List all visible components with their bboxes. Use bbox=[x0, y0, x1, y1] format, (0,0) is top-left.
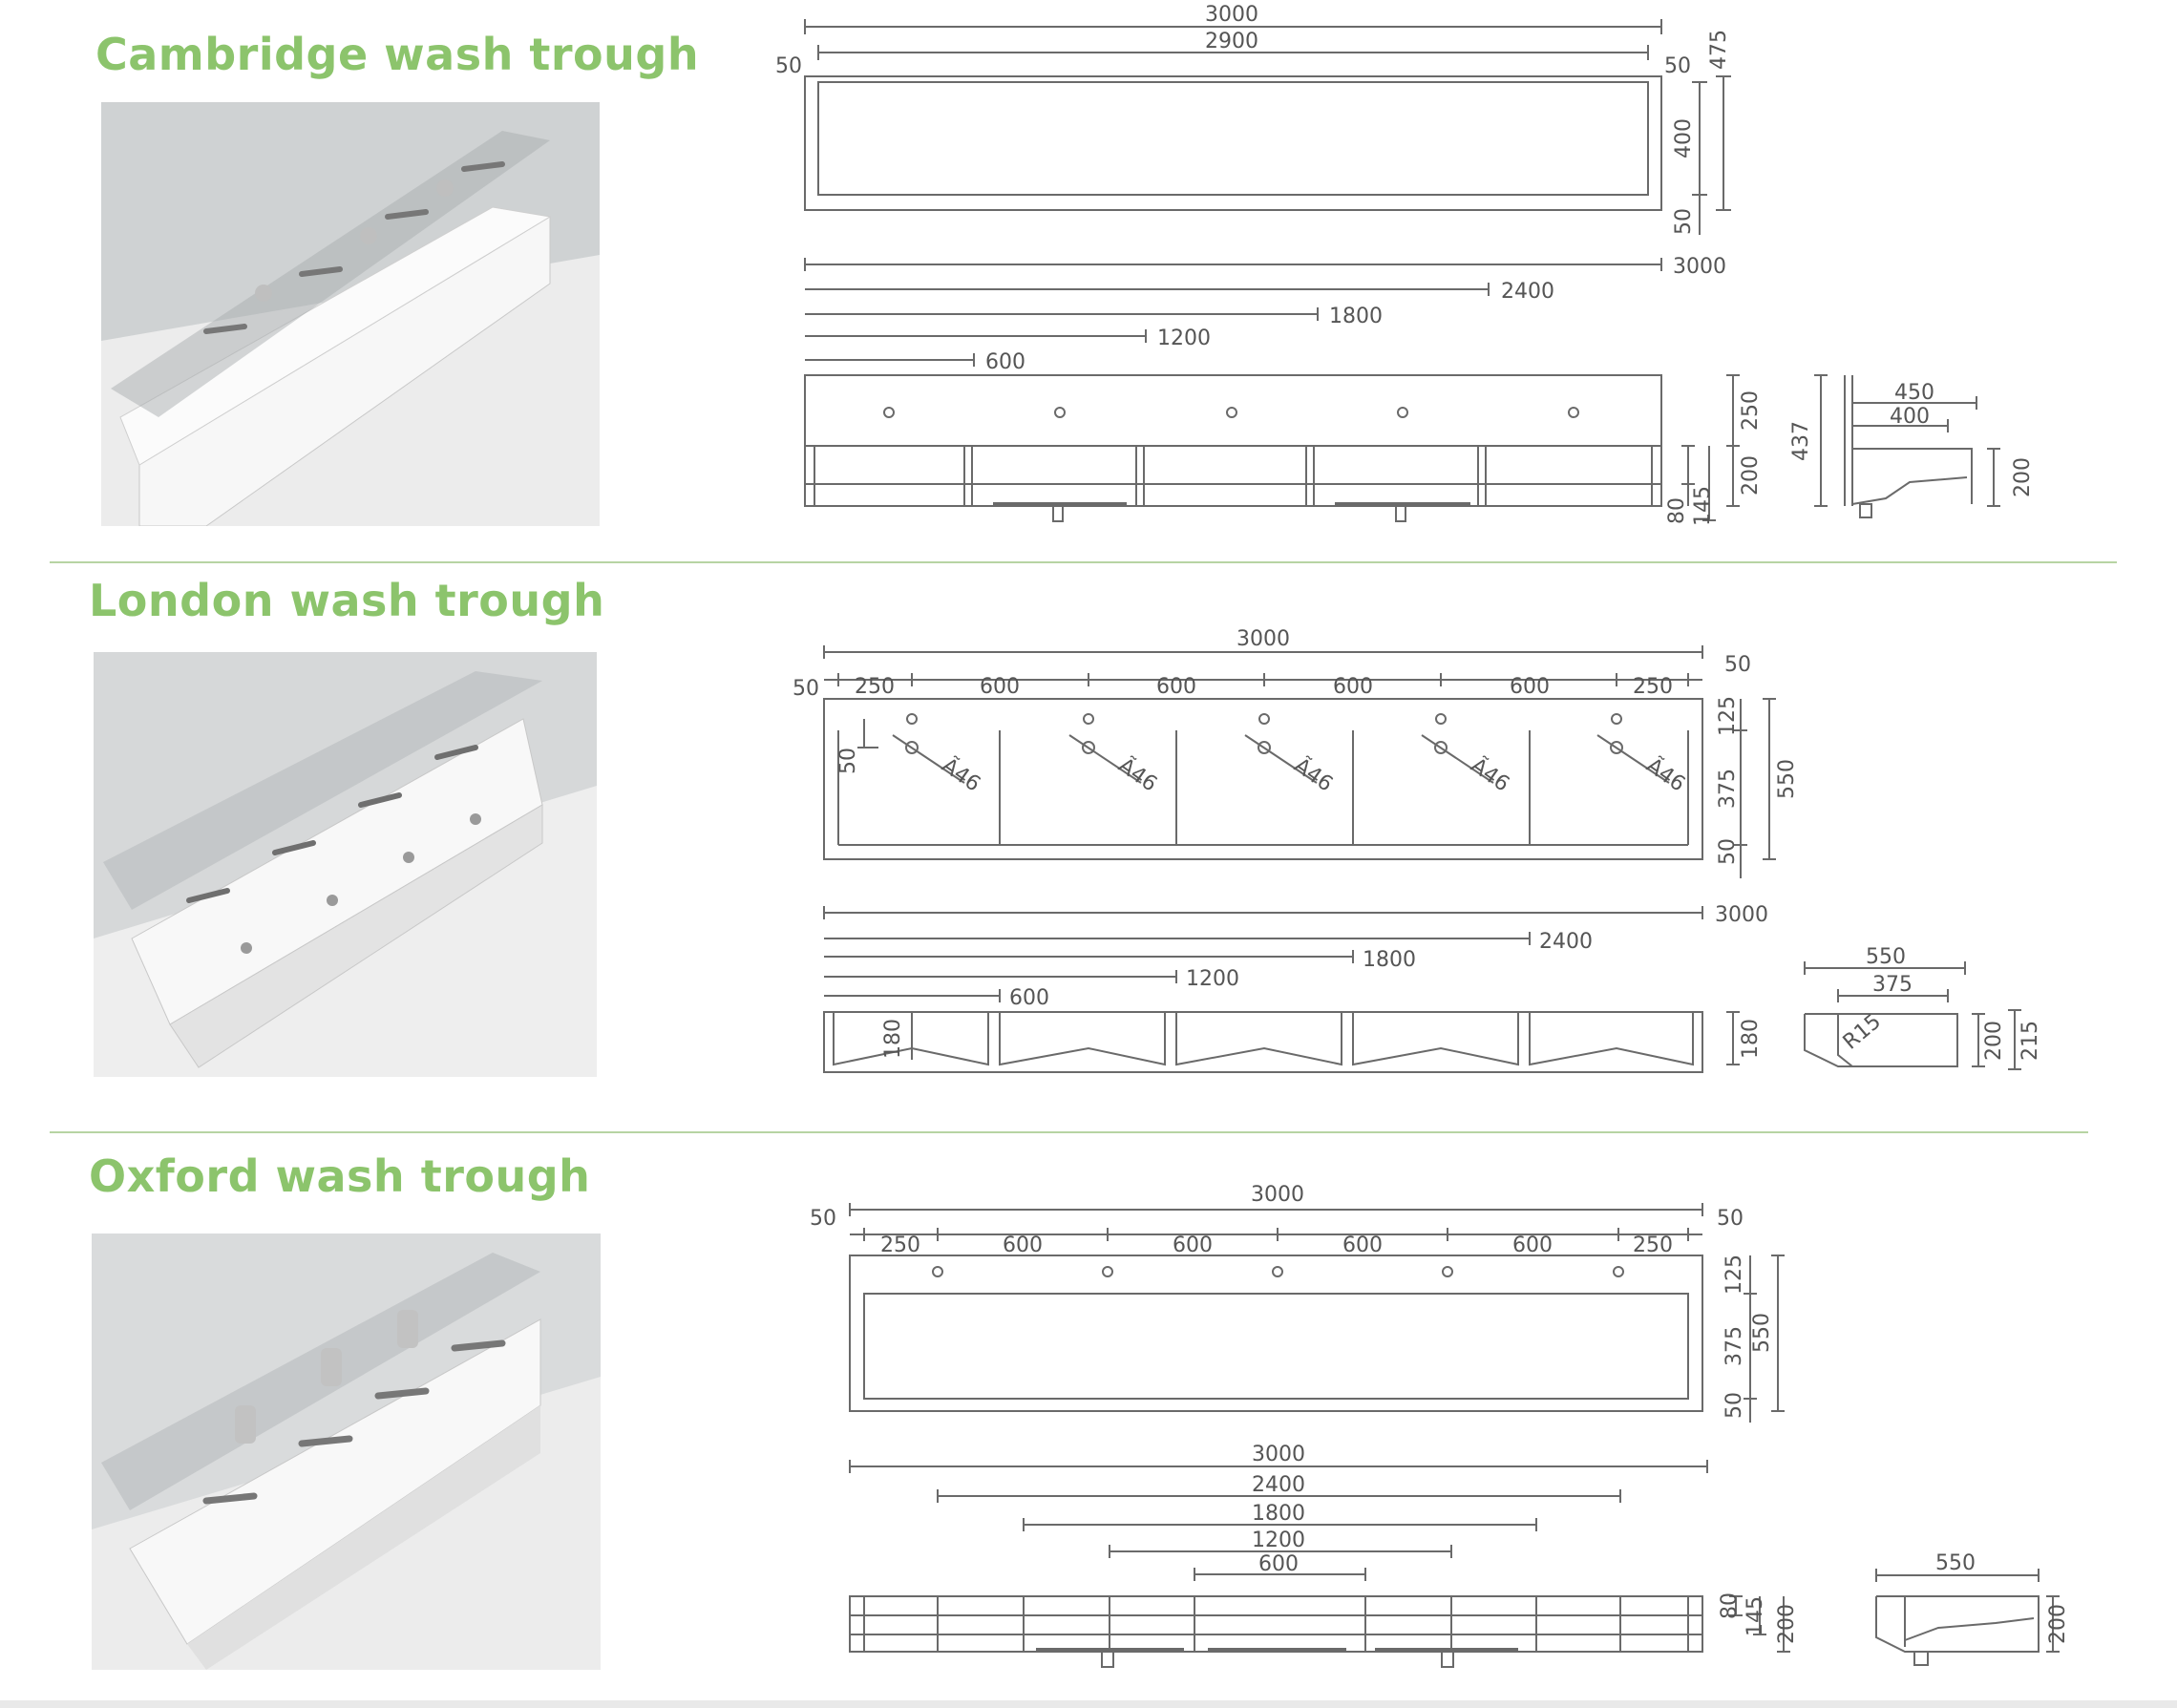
dim-spacing: 600 bbox=[1342, 1234, 1383, 1257]
dim-hole-diameter: Ã46 bbox=[1642, 752, 1691, 797]
oxford-plan-bowl bbox=[863, 1293, 1689, 1400]
dim-side-h1: 200 bbox=[1982, 1021, 2006, 1061]
dim-inner-height: 180 bbox=[881, 1019, 905, 1059]
dim-position-1800: 1800 bbox=[1329, 305, 1383, 328]
dim-side-bowl: 200 bbox=[2011, 457, 2035, 497]
dim-overall-length: 3000 bbox=[1236, 627, 1290, 651]
dim-depth: 550 bbox=[1775, 759, 1799, 799]
dim-spacing: 600 bbox=[1512, 1234, 1553, 1257]
dim-back: 125 bbox=[1723, 1255, 1746, 1295]
oxford-plan-outline bbox=[849, 1255, 1703, 1412]
dim-radius: R15 bbox=[1839, 1010, 1886, 1055]
dim-side-height: 437 bbox=[1789, 421, 1813, 461]
cambridge-plan-bowl bbox=[817, 81, 1649, 196]
dim-bowl: 375 bbox=[1716, 769, 1740, 809]
dim-hole-diameter: Ã46 bbox=[938, 752, 986, 797]
dim-height: 200 bbox=[1775, 1604, 1799, 1644]
london-side-view bbox=[1804, 1013, 1958, 1067]
dim-position-3000: 3000 bbox=[1673, 255, 1726, 279]
dim-depth: 475 bbox=[1707, 30, 1731, 70]
dim-outer-height: 180 bbox=[1739, 1019, 1763, 1059]
bottom-bar bbox=[0, 1700, 2177, 1708]
section-separator bbox=[50, 1131, 2088, 1133]
dim-position-3000: 3000 bbox=[1252, 1443, 1305, 1466]
dim-spacing: 600 bbox=[1173, 1234, 1213, 1257]
dim-position-2400: 2400 bbox=[1501, 280, 1554, 304]
dim-front: 50 bbox=[1723, 1392, 1746, 1419]
section-separator bbox=[50, 561, 2117, 563]
london-plan-outline bbox=[823, 698, 1703, 860]
dim-position-1200: 1200 bbox=[1157, 327, 1211, 350]
dim-position-1200: 1200 bbox=[1252, 1529, 1305, 1552]
dim-side-outer: 550 bbox=[1935, 1551, 1976, 1575]
dim-overall-length: 3000 bbox=[1251, 1183, 1304, 1207]
dim-position-1800: 1800 bbox=[1363, 948, 1416, 972]
dim-side-inner: 375 bbox=[1872, 973, 1913, 997]
dim-hole-diameter: Ã46 bbox=[1114, 752, 1163, 797]
dim-spacing: 600 bbox=[1333, 675, 1373, 699]
dim-tap-offset: 50 bbox=[836, 748, 860, 774]
cambridge-photo bbox=[101, 102, 600, 526]
dim-basin: 200 bbox=[1739, 455, 1763, 496]
dim-bowl: 375 bbox=[1723, 1326, 1746, 1366]
dim-position-600: 600 bbox=[1009, 986, 1049, 1010]
dim-basin: 145 bbox=[1744, 1596, 1767, 1636]
dim-depth: 550 bbox=[1750, 1313, 1774, 1353]
dim-bowl: 400 bbox=[1672, 118, 1696, 158]
cambridge-title: Cambridge wash trough bbox=[95, 29, 700, 80]
dim-hole-diameter: Ã46 bbox=[1467, 752, 1515, 797]
dim-position-3000: 3000 bbox=[1715, 903, 1768, 927]
oxford-front-view bbox=[849, 1595, 1703, 1653]
dim-spacing: 600 bbox=[1003, 1234, 1043, 1257]
dim-side-outer: 550 bbox=[1866, 945, 1906, 969]
dim-side-inner: 400 bbox=[1890, 405, 1930, 429]
london-photo bbox=[94, 652, 597, 1077]
dim-edge-left: 50 bbox=[810, 1207, 836, 1231]
dim-overall-length: 3000 bbox=[1205, 3, 1258, 27]
cambridge-plan-outline bbox=[804, 75, 1662, 211]
dim-position-600: 600 bbox=[1258, 1552, 1299, 1576]
dim-position-1800: 1800 bbox=[1252, 1502, 1305, 1526]
oxford-photo bbox=[92, 1234, 601, 1670]
oxford-title: Oxford wash trough bbox=[89, 1150, 591, 1202]
dim-edge-right: 50 bbox=[1717, 1207, 1744, 1231]
dim-spacing: 250 bbox=[1633, 1234, 1673, 1257]
dim-drop: 145 bbox=[1691, 486, 1715, 526]
dim-spacing: 250 bbox=[880, 1234, 920, 1257]
dim-spacing: 250 bbox=[1633, 675, 1673, 699]
dim-hole-diameter: Ã46 bbox=[1290, 752, 1339, 797]
dim-edge-right: 50 bbox=[1724, 653, 1751, 677]
dim-side-h2: 215 bbox=[2018, 1021, 2042, 1061]
dim-spacing: 600 bbox=[1510, 675, 1550, 699]
dim-lip: 80 bbox=[1665, 497, 1689, 524]
dim-side-outer: 450 bbox=[1894, 381, 1934, 405]
dim-position-2400: 2400 bbox=[1252, 1473, 1305, 1497]
dim-spacing: 250 bbox=[855, 675, 895, 699]
dim-lip: 80 bbox=[1718, 1592, 1742, 1619]
dim-spacing: 600 bbox=[1156, 675, 1196, 699]
dim-front: 50 bbox=[1716, 838, 1740, 865]
cambridge-front-view bbox=[804, 374, 1662, 507]
dim-front: 50 bbox=[1672, 208, 1696, 235]
dim-position-2400: 2400 bbox=[1539, 930, 1593, 954]
dim-back: 125 bbox=[1716, 696, 1740, 736]
dim-spacing: 600 bbox=[980, 675, 1020, 699]
dim-position-1200: 1200 bbox=[1186, 967, 1239, 991]
london-front-view bbox=[823, 1011, 1703, 1073]
oxford-side-view bbox=[1875, 1595, 2040, 1653]
dim-edge-left: 50 bbox=[793, 677, 819, 701]
dim-side-height: 200 bbox=[2046, 1604, 2070, 1644]
dim-inner-length: 2900 bbox=[1205, 30, 1258, 53]
london-title: London wash trough bbox=[89, 575, 605, 626]
dim-left-margin: 50 bbox=[775, 54, 802, 78]
dim-upstand: 250 bbox=[1739, 390, 1763, 431]
dim-position-600: 600 bbox=[985, 350, 1025, 374]
dim-right-margin: 50 bbox=[1664, 54, 1691, 78]
